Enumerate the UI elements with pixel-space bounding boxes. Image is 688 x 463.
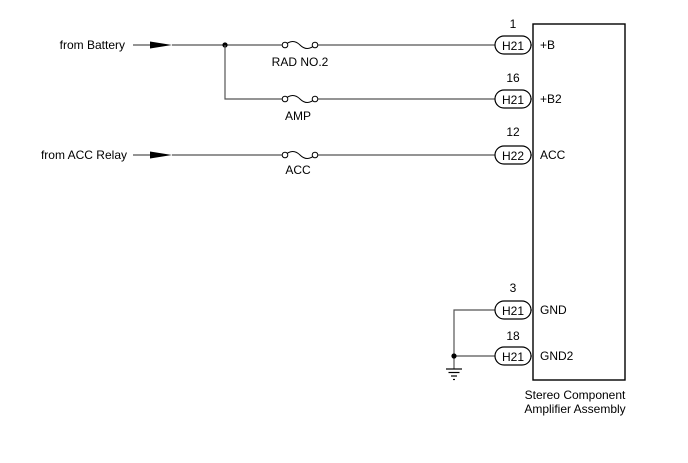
connector-label: H21 [502, 304, 524, 318]
terminal-label: +B2 [540, 92, 562, 106]
pin-number: 16 [506, 71, 520, 85]
connector-label: H21 [502, 350, 524, 364]
pin-number: 3 [510, 281, 517, 295]
connector-outline [494, 35, 532, 55]
fuse-icon-rad-no2 [281, 41, 319, 49]
terminal-label: +B [540, 38, 555, 52]
wire-ground [453, 309, 495, 369]
pin-number: 18 [506, 329, 520, 343]
connector-label: H22 [502, 149, 524, 163]
arrow-icon-acc-relay [133, 151, 172, 159]
component-box [532, 23, 626, 381]
terminal-label: GND [540, 303, 567, 317]
pin-gnd2: 18 H21 GND2 [494, 329, 574, 366]
pin-number: 1 [510, 17, 517, 31]
component-label-line2: Amplifier Assembly [524, 402, 625, 416]
wire-battery-to-b2 [224, 45, 495, 100]
fuse-label-amp: AMP [285, 109, 311, 123]
terminal-label: GND2 [540, 349, 574, 363]
connector-outline [494, 300, 532, 320]
connector-label: H21 [502, 39, 524, 53]
fuse-icon-amp [281, 95, 319, 103]
terminal-label: ACC [540, 148, 566, 162]
ground-icon [446, 368, 462, 381]
junction-dot-ground [451, 353, 457, 359]
pin-b2: 16 H21 +B2 [494, 71, 562, 109]
source-label-battery: from Battery [60, 38, 125, 52]
arrow-icon-battery [133, 41, 172, 49]
component-label-line1: Stereo Component [525, 388, 626, 402]
connector-outline [494, 346, 532, 366]
fuse-icon-acc [281, 151, 319, 159]
connector-label: H21 [502, 93, 524, 107]
pin-acc: 12 H22 ACC [494, 125, 566, 165]
fuse-label-acc: ACC [285, 163, 311, 177]
pin-b: 1 H21 +B [494, 17, 555, 55]
source-label-acc-relay: from ACC Relay [41, 148, 127, 162]
connector-outline [494, 145, 532, 165]
fuse-label-rad-no2: RAD NO.2 [272, 55, 329, 69]
pin-gnd: 3 H21 GND [494, 281, 567, 320]
connector-outline [494, 89, 532, 109]
pin-number: 12 [506, 125, 520, 139]
